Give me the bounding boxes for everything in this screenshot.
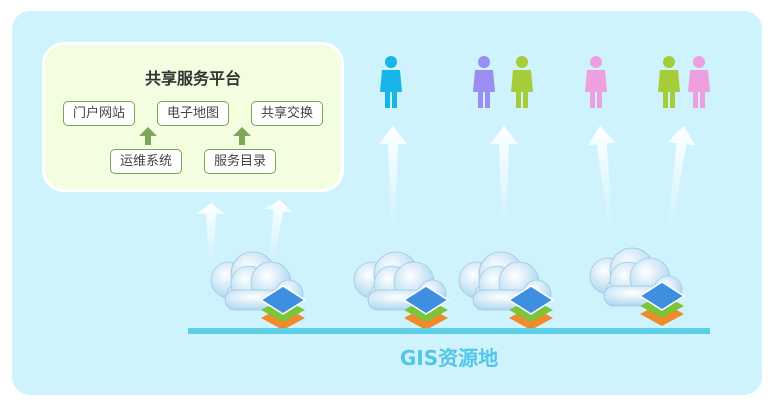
user-icon: [380, 56, 402, 108]
cloud-server-icon: [589, 247, 685, 327]
platform-title: 共享服务平台: [144, 69, 241, 88]
up-arrow-icon: [139, 127, 157, 145]
gis-resource-label: GIS资源地: [399, 346, 499, 370]
up-arrow-icon: [233, 127, 251, 145]
service-catalog-box[interactable]: 服务目录: [204, 149, 277, 174]
cloud-server-icon: [353, 251, 449, 331]
up-arrow-icon: [586, 124, 625, 227]
ops-system-box[interactable]: 运维系统: [110, 149, 183, 174]
user-icon: [658, 56, 680, 108]
up-arrow-icon: [490, 126, 518, 226]
up-arrow-icon: [656, 124, 698, 227]
up-arrow-icon: [379, 126, 407, 226]
cloud-server-icon: [458, 251, 554, 331]
electronic-map-box[interactable]: 电子地图: [157, 101, 230, 126]
user-icon: [473, 56, 495, 108]
cloud-server-icon: [210, 251, 306, 331]
portal-website-box[interactable]: 门户网站: [63, 101, 136, 126]
resource-baseline: [188, 328, 710, 334]
user-icon: [511, 56, 533, 108]
up-arrow-icon: [257, 198, 294, 262]
shared-service-platform: 共享服务平台 门户网站 电子地图 共享交换 运维系统 服务目录: [42, 42, 344, 192]
user-icon: [688, 56, 710, 108]
up-arrow-icon: [197, 203, 225, 263]
shared-exchange-box[interactable]: 共享交换: [251, 101, 324, 126]
user-icon: [585, 56, 607, 108]
